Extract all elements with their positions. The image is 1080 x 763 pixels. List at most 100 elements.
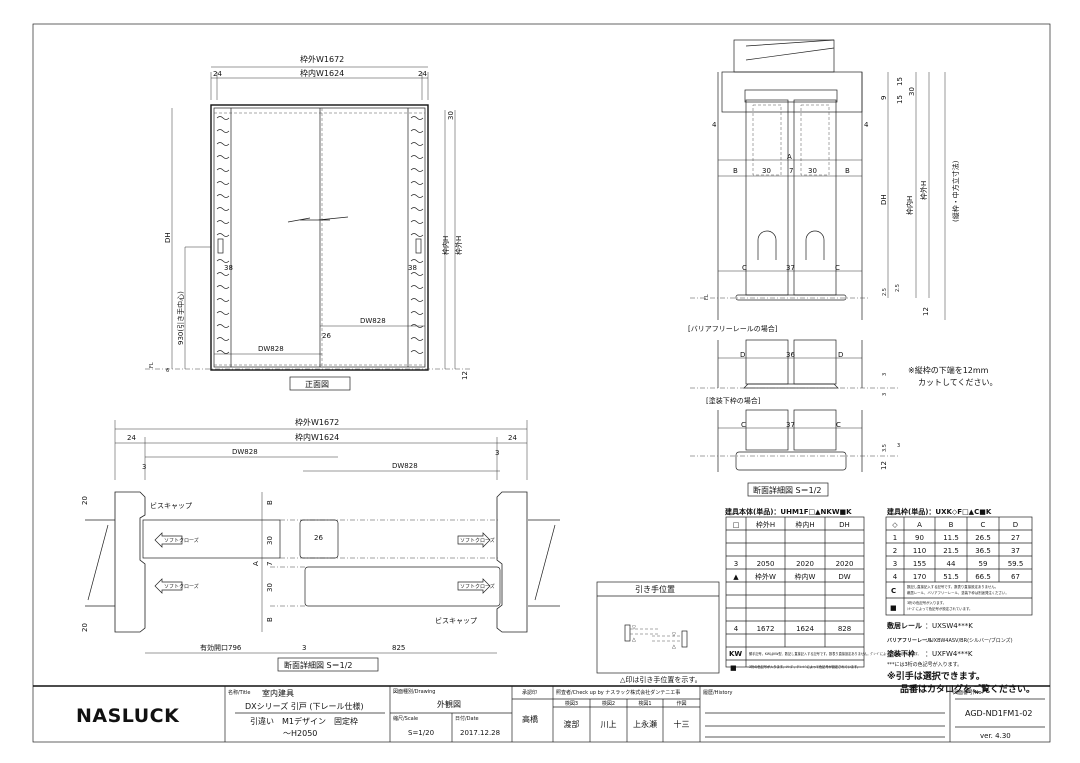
wave-mark <box>216 350 230 354</box>
sec-30-right: 30 <box>808 167 817 175</box>
plan-screw-cap-right: ビスキャップ <box>435 616 477 625</box>
sec-30: 30 <box>908 87 916 96</box>
elev-caption: 正面図 <box>305 380 329 389</box>
sec-painted-12: 12 <box>880 461 888 470</box>
plan-caption: 断面詳細図 S＝1/2 <box>284 660 353 670</box>
wave-mark <box>216 155 230 159</box>
handle-box-note: △印は引き手位置を示す。 <box>620 675 702 684</box>
wave-mark <box>216 207 230 211</box>
section-leaf-right <box>793 99 837 296</box>
wave-mark <box>410 233 424 237</box>
approve-value: 高橋 <box>522 714 538 724</box>
wave-mark <box>216 259 230 263</box>
elev-floor-6: 6 <box>166 368 169 374</box>
section-rail <box>735 294 847 301</box>
pattern-left <box>216 116 230 354</box>
frame-c-note-1: 数記し直接記入する記号です。数表り直接設定ありません。 <box>907 584 998 589</box>
handle-position-box: 引き手位置 ▽△ ▽△ △印は引き手位置を示す。 <box>596 581 720 684</box>
sec-b-left: B <box>733 167 738 175</box>
sq-note: 3桁の色記号が入ります。ｼﾘｰｽﾞ、ｸﾞﾚｰﾄﾞによって色記号が設定されています… <box>749 664 860 669</box>
frame-table-cell: 51.5 <box>943 573 959 581</box>
elev-fl: FL <box>149 362 155 368</box>
body-table-cell: 1624 <box>796 625 814 633</box>
wave-mark <box>410 194 424 198</box>
soft-close-1: ソフトクローズ <box>164 537 199 544</box>
sec-9: 9 <box>880 96 888 100</box>
frame-table-cell: 170 <box>913 573 926 581</box>
frame-table-cell: D <box>1013 521 1018 529</box>
frame-table-cell: 26.5 <box>975 534 991 542</box>
wave-mark <box>216 142 230 146</box>
wave-mark <box>216 181 230 185</box>
sec-cut-note-1: ※縦枠の下端を12mm <box>908 365 989 375</box>
wave-mark <box>410 337 424 341</box>
frame-table-cell: 11.5 <box>943 534 959 542</box>
elev-outer-h: 枠外H <box>454 236 463 255</box>
check-label: 照査者/Check up by ナスラック株式会社ダンテニエ事 <box>556 689 680 696</box>
body-table-cell: 3 <box>734 560 738 568</box>
plan-7: 7 <box>266 562 274 566</box>
body-table-cell: DW <box>838 573 850 581</box>
elev-caption-box <box>289 376 351 391</box>
elev-side-right: 24 <box>418 70 427 78</box>
color-note: ***には3桁の色記号が入ります。 <box>887 661 962 668</box>
frame-table-cell: 90 <box>915 534 924 542</box>
wave-mark <box>216 168 230 172</box>
pattern-right <box>410 116 424 354</box>
frame-table-cell: 110 <box>913 547 926 555</box>
plan-section: 枠外W1672 24 枠内W1624 24 DW828 DW828 3 3 20… <box>81 417 560 672</box>
sec-barrier-3b: 3 <box>882 393 888 396</box>
checker-role: 作図 <box>676 700 686 707</box>
plan-gap-left: 3 <box>142 463 146 471</box>
scale-label: 縮尺/Scale <box>393 715 418 722</box>
title-label: 名称/Title <box>228 689 250 696</box>
sec-painted-3: 3 <box>897 443 900 449</box>
kw-label: KW <box>729 650 742 658</box>
frame-table-cell: 36.5 <box>975 547 991 555</box>
sec-12: 12 <box>922 307 930 316</box>
sec-37: 37 <box>786 264 795 272</box>
body-table-cell: 枠内H <box>795 520 814 529</box>
frame-table-cell: 4 <box>893 573 898 581</box>
sec-15a: 15 <box>896 77 904 86</box>
svg-text:△: △ <box>632 637 636 643</box>
frame-sq-note-2: ｼﾘｰｽﾞによって色記号が設定されています。 <box>907 606 972 611</box>
painted-value: ：UXFW4***K <box>925 650 973 658</box>
plan-side-left: 24 <box>127 434 136 442</box>
sec-painted-title: [塗装下枠の場合] <box>706 396 761 405</box>
soft-close-arrows: ソフトクローズ ソフトクローズ ソフトクローズ ソフトクローズ <box>154 532 495 594</box>
sec-caption: 断面詳細図 S＝1/2 <box>753 485 822 495</box>
body-table-cell: 枠内W <box>795 572 816 581</box>
plan-dw-right: DW828 <box>392 462 418 470</box>
plan-screw-cap-left: ビスキャップ <box>150 501 192 510</box>
handle-left <box>217 238 224 254</box>
elev-handle-left-dim: 38 <box>224 264 233 272</box>
handle-note: ※引手は選択できます。 <box>887 670 985 682</box>
plan-overlap: 26 <box>314 534 323 542</box>
painted-label: 塗装下枠 <box>887 649 915 658</box>
plan-frame-right <box>496 491 528 633</box>
frame-table-title: 建具枠(単品)：UXK◇F□▲C■K <box>887 507 992 516</box>
wave-mark <box>216 233 230 237</box>
plan-side-right: 24 <box>508 434 517 442</box>
body-table-cell: ▲ <box>733 573 739 581</box>
plan-leaf-lower <box>304 566 501 607</box>
scale-value: S=1/20 <box>408 729 434 737</box>
sec-25b: 2.5 <box>895 284 901 292</box>
plan-caption-box <box>277 657 379 672</box>
body-table-cell: 4 <box>734 625 739 633</box>
soft-close-2: ソフトクローズ <box>164 583 199 590</box>
sec-painted-c-left: C <box>741 421 746 429</box>
body-table-title: 建具本体(単品)：UHM1F□▲NKW■K <box>725 507 852 516</box>
body-table-cell: 1672 <box>757 625 775 633</box>
plan-right-span: 825 <box>392 644 405 652</box>
checker-name: 川上 <box>601 720 617 729</box>
frame-table-cell: 37 <box>1011 547 1020 555</box>
kw-note: 勝手記号。KWはKW型、数記し直接記入する記号です。数表り直接設定ありません。ｸ… <box>749 651 921 656</box>
plan-a: A <box>252 561 260 566</box>
wave-mark <box>410 298 424 302</box>
sec-caption-box <box>747 482 829 497</box>
elev-overlap: 26 <box>322 332 331 340</box>
approve-label: 承認印 <box>522 689 537 696</box>
